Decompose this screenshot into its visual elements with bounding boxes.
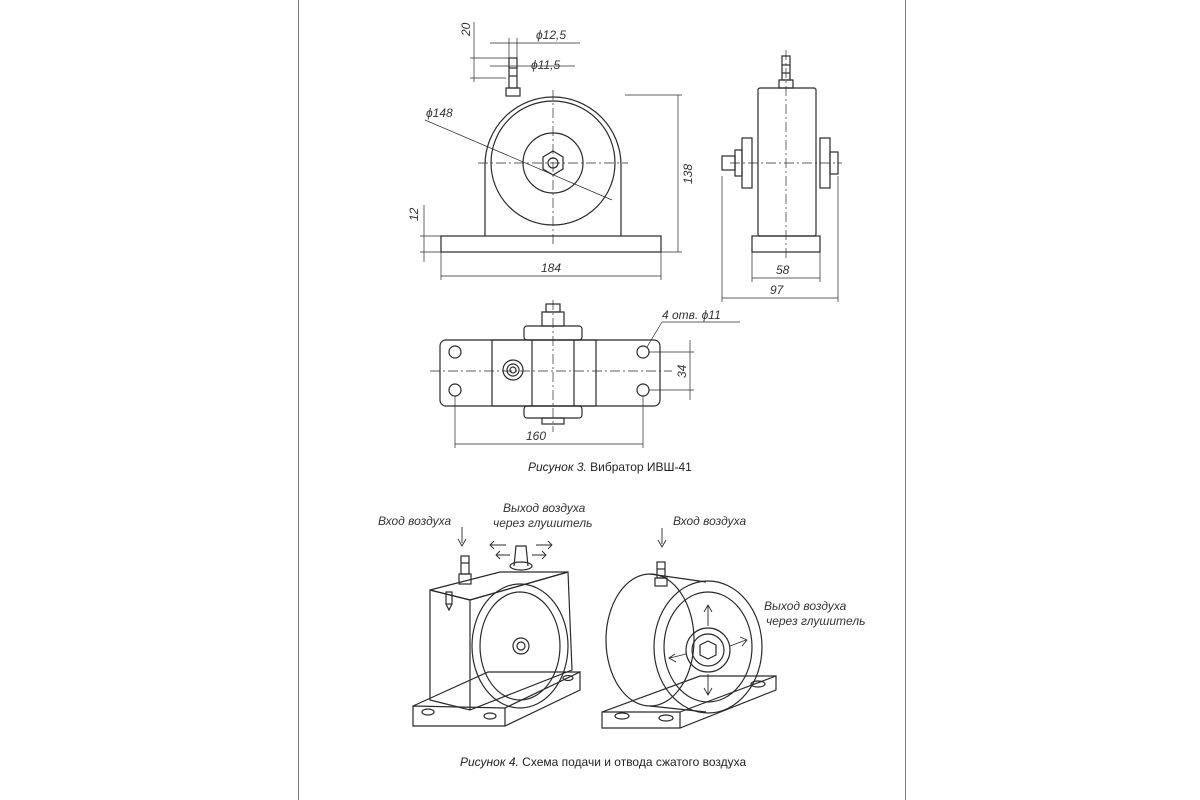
- mount-hole: [636, 383, 650, 397]
- figure3-caption-label: Рисунок 3.: [528, 460, 587, 474]
- exhaust-arrow: [703, 674, 713, 696]
- iso-left-muffler: [513, 545, 529, 567]
- dim-d12-5: ϕ12,5: [536, 28, 566, 42]
- iso-left-nut: [512, 637, 530, 655]
- top-base-plate: [439, 339, 661, 407]
- iso-left-top-face: [429, 571, 569, 601]
- iso-right-hub: [691, 633, 725, 667]
- front-fitting-nozzle: [508, 57, 518, 89]
- dim-160: 160: [526, 429, 546, 443]
- iso-right-disc: [663, 591, 753, 703]
- mount-hole: [636, 345, 650, 359]
- iso-right-inlet-fitting: [656, 561, 666, 579]
- exhaust-arrow: [532, 550, 547, 560]
- iso-right-arrows: [657, 528, 748, 696]
- label-air-out-right-1: Выход воздуха: [764, 599, 847, 613]
- holes-note: 4 отв. ϕ11: [662, 308, 721, 322]
- iso-left-arrows: [457, 527, 553, 560]
- front-base-plate: [440, 235, 662, 253]
- dim-34: 34: [675, 364, 689, 378]
- iso-right-back-face: [605, 573, 695, 707]
- label-air-out-top-1: Выход воздуха: [503, 501, 586, 515]
- dim-20: 20: [459, 22, 473, 37]
- iso-right-base: [601, 675, 777, 729]
- exhaust-arrow: [495, 550, 510, 560]
- drawing-sheet: [298, 0, 906, 800]
- label-air-out-right-2: через глушитель: [766, 614, 865, 628]
- air-in-arrow-right: [657, 528, 667, 548]
- figure4-caption-label: Рисунок 4.: [460, 755, 519, 769]
- exhaust-arrow: [703, 604, 713, 626]
- dim-58: 58: [776, 263, 790, 277]
- top-view: [430, 300, 740, 448]
- dim-d11-5: ϕ11,5: [531, 58, 560, 72]
- iso-left-disc: [471, 583, 569, 709]
- iso-right-nut: [699, 640, 717, 660]
- dimension-labels: ϕ12,5 ϕ11,5 20 ϕ148 138 12 184 58 97 4 о…: [407, 22, 790, 443]
- exhaust-arrow: [489, 540, 506, 550]
- figure3-caption: Рисунок 3. Вибратор ИВШ-41: [528, 460, 692, 474]
- exhaust-arrow: [729, 636, 748, 647]
- front-fitting-base: [505, 87, 521, 97]
- figure4-caption: Рисунок 4. Схема подачи и отвода сжатого…: [460, 755, 746, 769]
- label-air-in-right: Вход воздуха: [673, 514, 746, 528]
- air-flow-labels: Вход воздуха Выход воздуха через глушите…: [378, 501, 865, 628]
- figure3-caption-text: Вибратор ИВШ-41: [590, 460, 692, 474]
- exhaust-arrow: [668, 653, 687, 663]
- dim-12: 12: [407, 207, 421, 221]
- label-air-out-top-2: через глушитель: [493, 516, 592, 530]
- side-view: [721, 50, 842, 302]
- exhaust-arrow: [536, 540, 553, 550]
- iso-right-front-face: [653, 580, 763, 714]
- iso-left-inlet-fitting: [460, 555, 470, 575]
- dim-184: 184: [541, 261, 561, 275]
- side-housing: [757, 87, 817, 237]
- right-isometric-view: [601, 561, 777, 729]
- top-fitting: [502, 359, 524, 381]
- figure4-caption-text: Схема подачи и отвода сжатого воздуха: [522, 755, 747, 769]
- left-isometric-view: [412, 545, 581, 727]
- label-air-in-left: Вход воздуха: [378, 514, 451, 528]
- dim-d148: ϕ148: [426, 106, 453, 120]
- front-view: [420, 22, 682, 280]
- mount-hole: [448, 345, 462, 359]
- dim-97: 97: [770, 283, 785, 297]
- dim-138: 138: [681, 164, 695, 184]
- mount-hole: [448, 383, 462, 397]
